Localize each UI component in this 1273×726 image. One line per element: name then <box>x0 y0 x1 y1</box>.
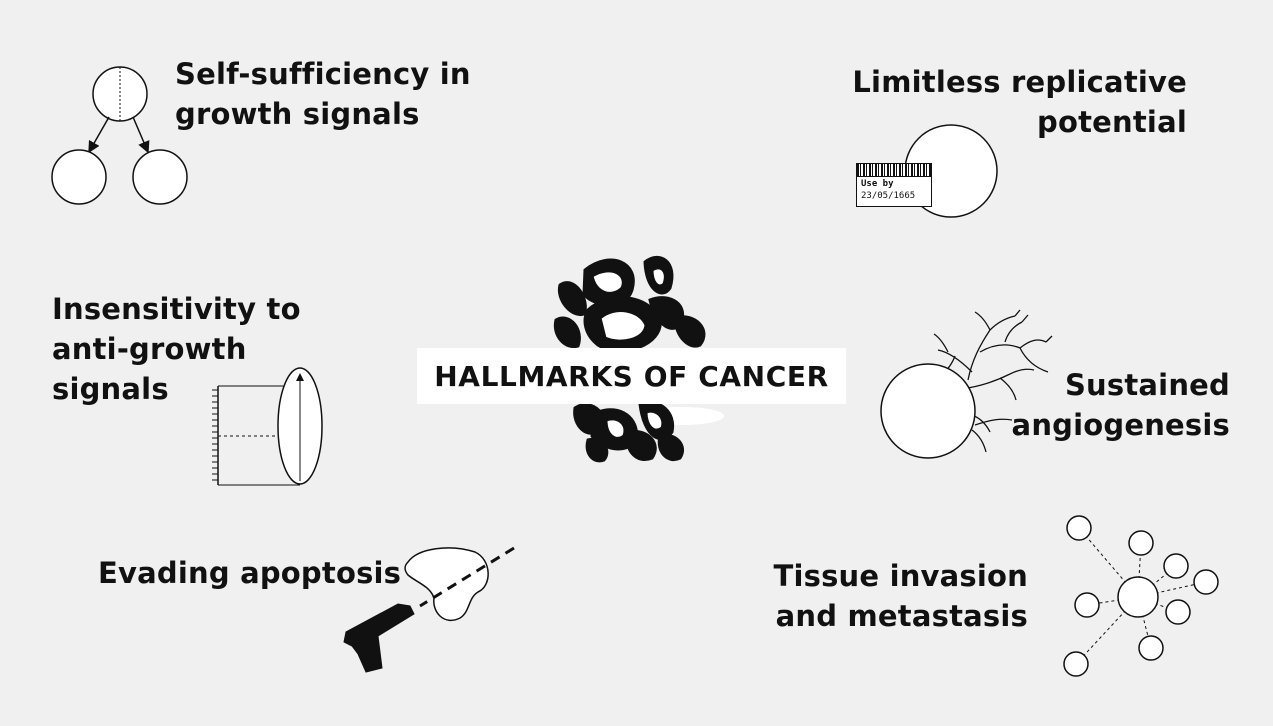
hallmark-line: angiogenesis <box>1011 408 1230 442</box>
metastasis-network-icon <box>1063 515 1219 677</box>
pistol-cell-icon <box>343 546 515 673</box>
barcode <box>857 164 931 177</box>
ruler-cell-icon <box>212 367 323 486</box>
hallmark-anti-growth: Insensitivity to anti-growth signals <box>52 289 301 409</box>
hallmark-line: Tissue invasion <box>773 559 1028 593</box>
hallmark-evading-apoptosis: Evading apoptosis <box>98 553 401 593</box>
hallmark-growth-signals: Self-sufficiency in growth signals <box>175 54 471 134</box>
use-by-tag: Use by 23/05/1665 <box>856 163 932 207</box>
tumor-cluster-icon <box>553 255 724 463</box>
hallmark-line: Insensitivity to <box>52 292 301 326</box>
angiogenesis-icon <box>880 309 1053 459</box>
hallmark-line: anti-growth <box>52 332 247 366</box>
use-by-label: Use by <box>861 179 894 189</box>
hallmark-metastasis: Tissue invasion and metastasis <box>774 556 1028 636</box>
hallmark-line: signals <box>52 372 169 406</box>
diagram-title: HALLMARKS OF CANCER <box>434 359 829 393</box>
hallmark-line: and metastasis <box>775 599 1028 633</box>
hallmark-line: growth signals <box>175 97 420 131</box>
hallmark-line: Self-sufficiency in <box>175 57 471 91</box>
title-box: HALLMARKS OF CANCER <box>417 348 846 404</box>
hallmark-angiogenesis: Sustained angiogenesis <box>1012 365 1230 445</box>
hallmark-replicative-potential: Limitless replicative potential <box>852 62 1187 142</box>
use-by-date: 23/05/1665 <box>861 191 916 201</box>
hallmark-line: Sustained <box>1064 368 1230 402</box>
cell-division-icon <box>51 66 188 205</box>
hallmark-line: Evading apoptosis <box>98 556 402 590</box>
hallmark-line: potential <box>1037 105 1187 139</box>
hallmark-line: Limitless replicative <box>852 65 1187 99</box>
